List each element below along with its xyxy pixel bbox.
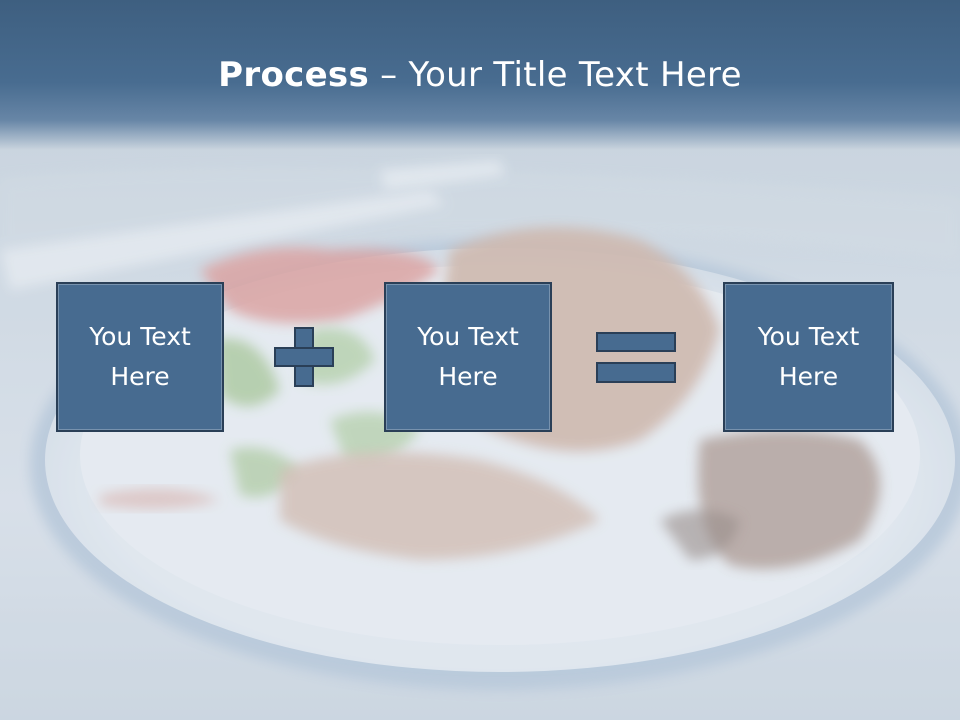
process-box-3-label: You Text Here <box>757 322 860 391</box>
process-box-1[interactable]: You Text Here <box>56 282 224 432</box>
process-box-1-label: You Text Here <box>89 322 191 391</box>
title-bold: Process <box>218 55 370 95</box>
process-box-2[interactable]: You Text Here <box>384 282 552 432</box>
slide-title: Process – Your Title Text Here <box>0 52 960 98</box>
plus-icon <box>274 327 334 387</box>
process-box-3[interactable]: You Text Here <box>723 282 894 432</box>
title-bar <box>0 0 960 150</box>
equals-icon <box>596 332 676 384</box>
process-box-2-label: You Text Here <box>417 322 519 391</box>
title-rest: – Your Title Text Here <box>369 55 742 95</box>
